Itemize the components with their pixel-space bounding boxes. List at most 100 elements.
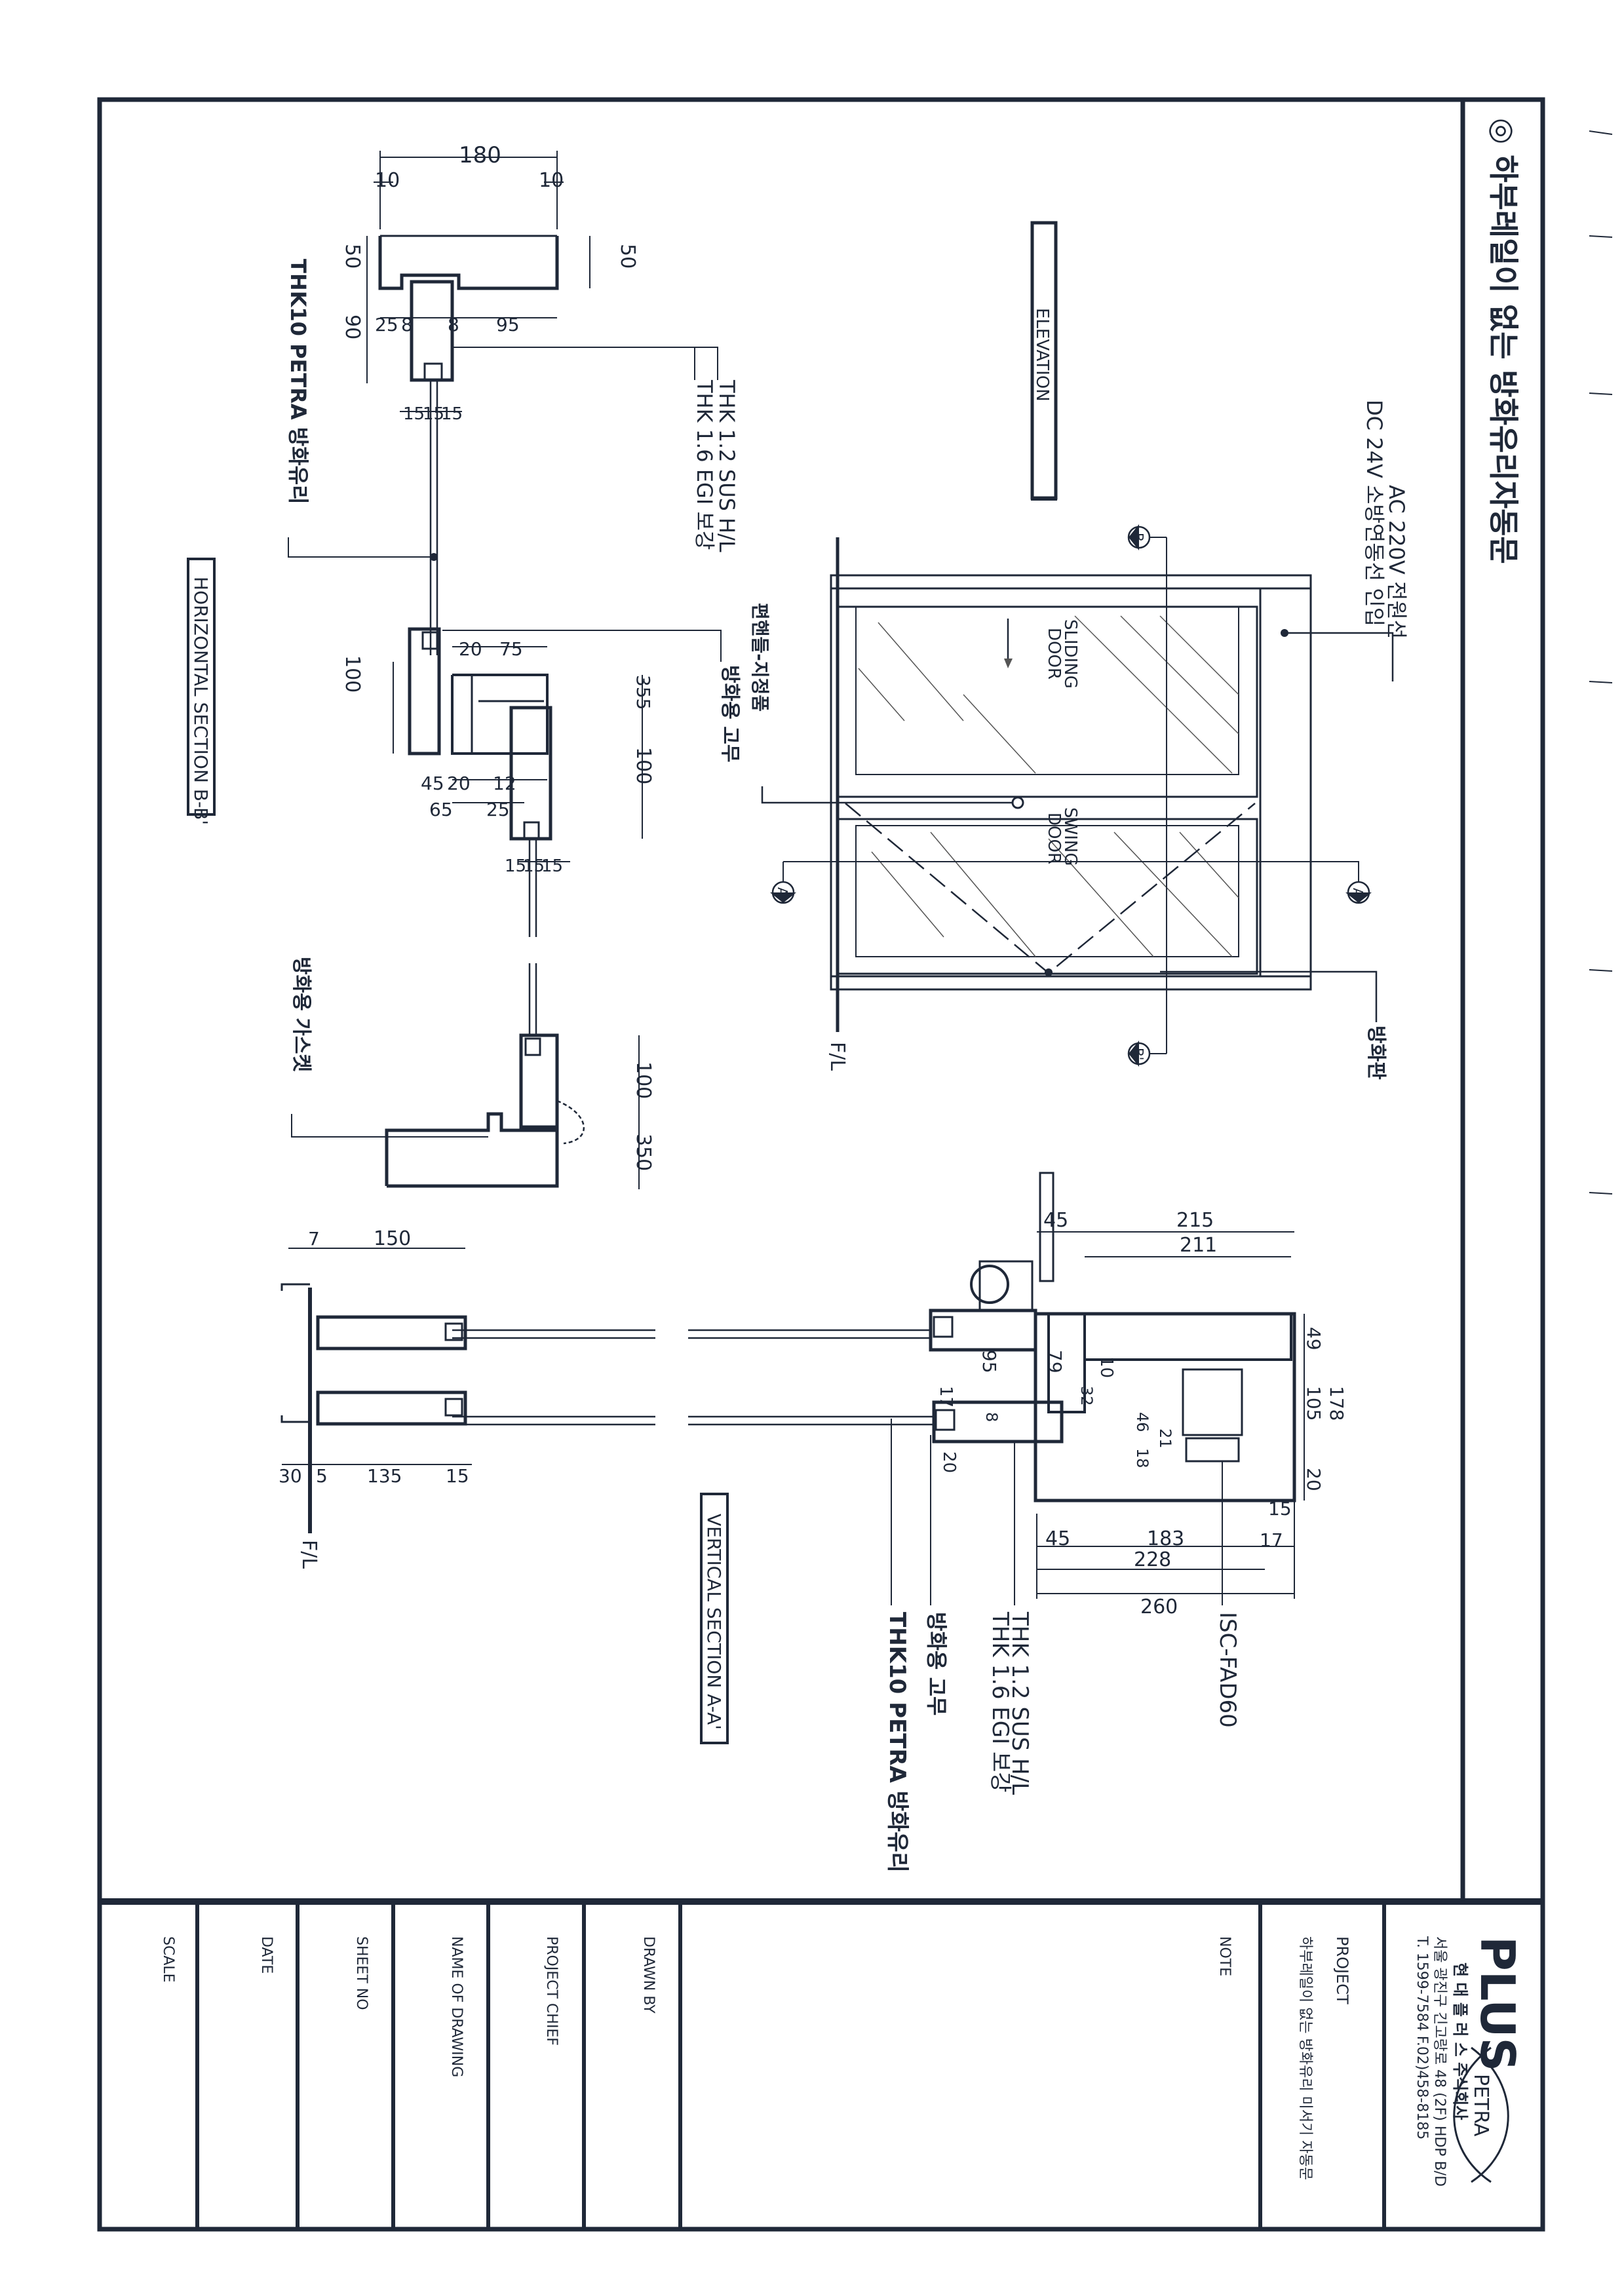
margin-ticks — [1589, 130, 1613, 1195]
svg-text:25: 25 — [486, 799, 510, 820]
hs-sus-leader — [452, 347, 718, 380]
vs-note-operator: ISC-FAD60 — [1214, 1612, 1241, 1728]
svg-text:49: 49 — [1303, 1327, 1324, 1350]
vs-note-rubber: 방화용 고무 — [924, 1612, 949, 1715]
handle-leader — [761, 786, 1013, 804]
svg-text:A: A — [1350, 888, 1366, 897]
svg-text:15: 15 — [403, 404, 425, 424]
hs-note-rubber: 방화용 고무 — [718, 665, 741, 762]
svg-text:15: 15 — [523, 856, 545, 876]
vertical-section-dims — [282, 1231, 1305, 1599]
section-mark-a: A — [783, 861, 1372, 904]
svg-text:46: 46 — [1133, 1412, 1151, 1432]
elevation-drawing — [830, 574, 1312, 991]
svg-text:8: 8 — [401, 314, 413, 335]
page-title: ◎ 하부레일이 없는 방화유리자동문 — [1486, 118, 1521, 564]
svg-text:25: 25 — [375, 314, 398, 335]
svg-text:7: 7 — [308, 1228, 320, 1250]
svg-text:65: 65 — [429, 799, 453, 820]
vs-label: VERTICAL SECTION A-A' — [703, 1514, 725, 1730]
hs-note-egi: THK 1.6 EGI 보강 — [692, 379, 717, 550]
svg-text:21: 21 — [1156, 1428, 1174, 1449]
svg-text:20: 20 — [459, 638, 482, 660]
elevation-floor-label: F/L — [826, 1042, 849, 1071]
arrow-head-icon — [1004, 659, 1013, 668]
hs-gasket-leader — [291, 1114, 488, 1138]
svg-text:211: 211 — [1180, 1234, 1217, 1257]
vs-note-sus: THK 1.2 SUS H/L — [1007, 1611, 1033, 1795]
svg-text:135: 135 — [367, 1465, 402, 1487]
svg-text:10: 10 — [375, 169, 400, 192]
svg-text:B': B' — [1131, 1048, 1146, 1060]
sliding-door-label-2: DOOR — [1044, 628, 1064, 679]
hs-rubber-leader — [442, 630, 722, 662]
title-block-grid — [195, 1902, 1386, 2229]
glass-hatch — [858, 615, 1239, 957]
sliding-door-label-1: SLIDING — [1060, 619, 1080, 689]
svg-text:PETRA: PETRA — [1469, 2074, 1492, 2137]
svg-text:105: 105 — [1303, 1386, 1324, 1421]
project-name: 하부레일이 없는 방화유리 미서기 자동문 — [1297, 1936, 1313, 2180]
section-mark-b-prime: B' — [1127, 1041, 1167, 1067]
svg-text:15: 15 — [505, 856, 526, 876]
svg-text:50: 50 — [341, 244, 364, 269]
svg-text:95: 95 — [978, 1350, 1000, 1373]
hs-glass-leader — [288, 537, 434, 558]
field-scale: SCALE — [160, 1936, 176, 1983]
vs-floor-label: F/L — [298, 1540, 320, 1569]
svg-text:178: 178 — [1326, 1386, 1347, 1421]
hs-label-frame — [187, 558, 216, 816]
handle-icon — [1011, 796, 1024, 809]
svg-text:215: 215 — [1176, 1209, 1214, 1232]
hs-note-sus: THK 1.2 SUS H/L — [714, 379, 739, 552]
svg-text:100: 100 — [632, 747, 655, 784]
svg-text:150: 150 — [374, 1227, 411, 1250]
svg-text:45: 45 — [1045, 1527, 1070, 1550]
horizontal-section-dim-text: 180 10 10 50 50 90 25 8 8 95 15 15 15 10… — [341, 142, 655, 1171]
svg-text:15: 15 — [446, 1465, 469, 1487]
company-address: 서울 광진구 긴고랑로 48 (2F) HDP B/D — [1431, 1936, 1448, 2187]
elevation-label: ELEVATION — [1032, 308, 1052, 402]
petra-fish-logo: PETRA — [1453, 2046, 1509, 2183]
svg-text:350: 350 — [632, 1134, 655, 1171]
power-note-dc: DC 24V 소방연동선 인입 — [1362, 400, 1387, 626]
svg-text:18: 18 — [1133, 1448, 1151, 1468]
svg-text:8: 8 — [982, 1412, 1001, 1422]
svg-text:A': A' — [775, 887, 790, 900]
field-sheet-no: SHEET NO — [353, 1936, 370, 2010]
svg-text:10: 10 — [539, 169, 564, 192]
svg-text:75: 75 — [499, 638, 523, 660]
section-mark-a-prime: A' — [770, 862, 796, 904]
note-label: NOTE — [1216, 1936, 1233, 1976]
svg-text:10: 10 — [1096, 1356, 1116, 1378]
svg-text:17: 17 — [936, 1386, 956, 1407]
svg-text:180: 180 — [459, 142, 501, 168]
svg-text:100: 100 — [341, 655, 364, 693]
section-mark-b: B — [1127, 524, 1167, 1054]
svg-text:79: 79 — [1044, 1350, 1066, 1373]
svg-text:30: 30 — [279, 1465, 302, 1487]
field-drawn-by: DRAWN BY — [640, 1936, 657, 2014]
pivot-dot — [1045, 968, 1053, 976]
company-logo: PLUS — [1470, 1936, 1525, 2071]
svg-text:183: 183 — [1147, 1527, 1184, 1550]
fire-plate-leader — [1160, 970, 1378, 1022]
hs-label: HORIZONTAL SECTION B-B' — [190, 577, 212, 825]
hs-glass-dot — [430, 553, 438, 561]
svg-text:90: 90 — [341, 315, 364, 339]
svg-text:15: 15 — [541, 856, 563, 876]
svg-text:17: 17 — [1260, 1529, 1283, 1551]
svg-text:8: 8 — [448, 314, 459, 335]
field-name-of-drawing: NAME OF DRAWING — [448, 1936, 465, 2077]
fire-plate-note: 방화판 — [1364, 1025, 1387, 1080]
svg-text:20: 20 — [939, 1451, 959, 1473]
swing-door-label-1: SWING — [1060, 807, 1080, 866]
field-date: DATE — [258, 1936, 275, 1974]
svg-text:45: 45 — [421, 773, 444, 794]
svg-text:95: 95 — [496, 314, 520, 335]
svg-text:12: 12 — [493, 773, 516, 794]
svg-text:32: 32 — [1077, 1386, 1096, 1406]
vertical-section-drawing — [280, 1172, 1296, 1533]
company-name: 현 대 플 러 스 주식회사 — [1451, 1962, 1469, 2120]
